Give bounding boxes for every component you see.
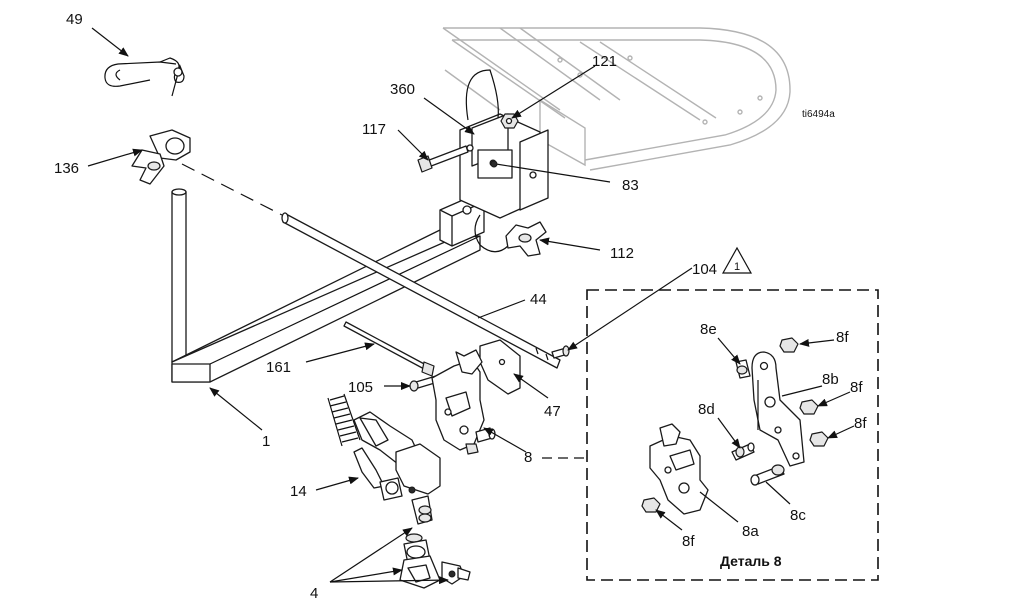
detail-part-8a [649, 423, 709, 515]
callout-4: 4 [310, 585, 318, 602]
callout-8d: 8d [698, 401, 715, 418]
callout-47: 47 [544, 403, 561, 420]
callout-8e: 8e [700, 321, 717, 338]
detail-part-8b [751, 351, 805, 467]
callout-8f-4: 8f [682, 533, 695, 550]
warning-triangle-icon [721, 246, 753, 274]
leader-lines [87, 27, 855, 585]
callout-44: 44 [530, 291, 547, 308]
cart-frame [442, 27, 791, 171]
assembly-line [181, 163, 283, 216]
base-frame-part-1 [171, 188, 485, 383]
detail-part-8e [735, 359, 751, 379]
callout-labels: 49 136 121 360 117 83 112 104 44 161 105… [54, 11, 867, 602]
clamp-136 [131, 129, 191, 185]
spray-gun-14 [327, 393, 441, 525]
callout-112: 112 [610, 245, 634, 262]
callout-136: 136 [54, 160, 79, 177]
detail-part-8c [750, 464, 785, 486]
callout-104: 104 [692, 261, 717, 278]
screw-104 [551, 345, 570, 359]
callout-8f-1: 8f [836, 329, 849, 346]
detail-part-8d [731, 442, 755, 461]
detail-part-8f-nuts [641, 337, 829, 513]
callout-161: 161 [266, 359, 291, 376]
callout-105: 105 [348, 379, 373, 396]
callout-8f-3: 8f [854, 415, 867, 432]
clip-49 [104, 57, 185, 97]
plate-47 [479, 339, 521, 395]
callout-14: 14 [290, 483, 307, 500]
rod-44 [281, 212, 561, 369]
callout-49: 49 [66, 11, 83, 28]
star-knob-112 [505, 221, 547, 257]
callout-8: 8 [524, 449, 532, 466]
callout-121: 121 [592, 53, 617, 70]
mount-bracket-360 [459, 69, 549, 253]
warning-number: 1 [734, 261, 740, 273]
detail-8-frame [586, 289, 879, 581]
callout-83: 83 [622, 177, 639, 194]
callout-1: 1 [262, 433, 270, 450]
detail-title: Деталь 8 [720, 553, 782, 569]
callout-360: 360 [390, 81, 415, 98]
rod-161 [343, 321, 435, 377]
callout-8b: 8b [822, 371, 839, 388]
callout-8f-2: 8f [850, 379, 863, 396]
assembly-8 [431, 349, 496, 455]
callout-117: 117 [362, 121, 386, 138]
figure-id: ti6494a [802, 109, 835, 120]
callout-8a: 8a [742, 523, 759, 540]
callout-8c: 8c [790, 507, 806, 524]
